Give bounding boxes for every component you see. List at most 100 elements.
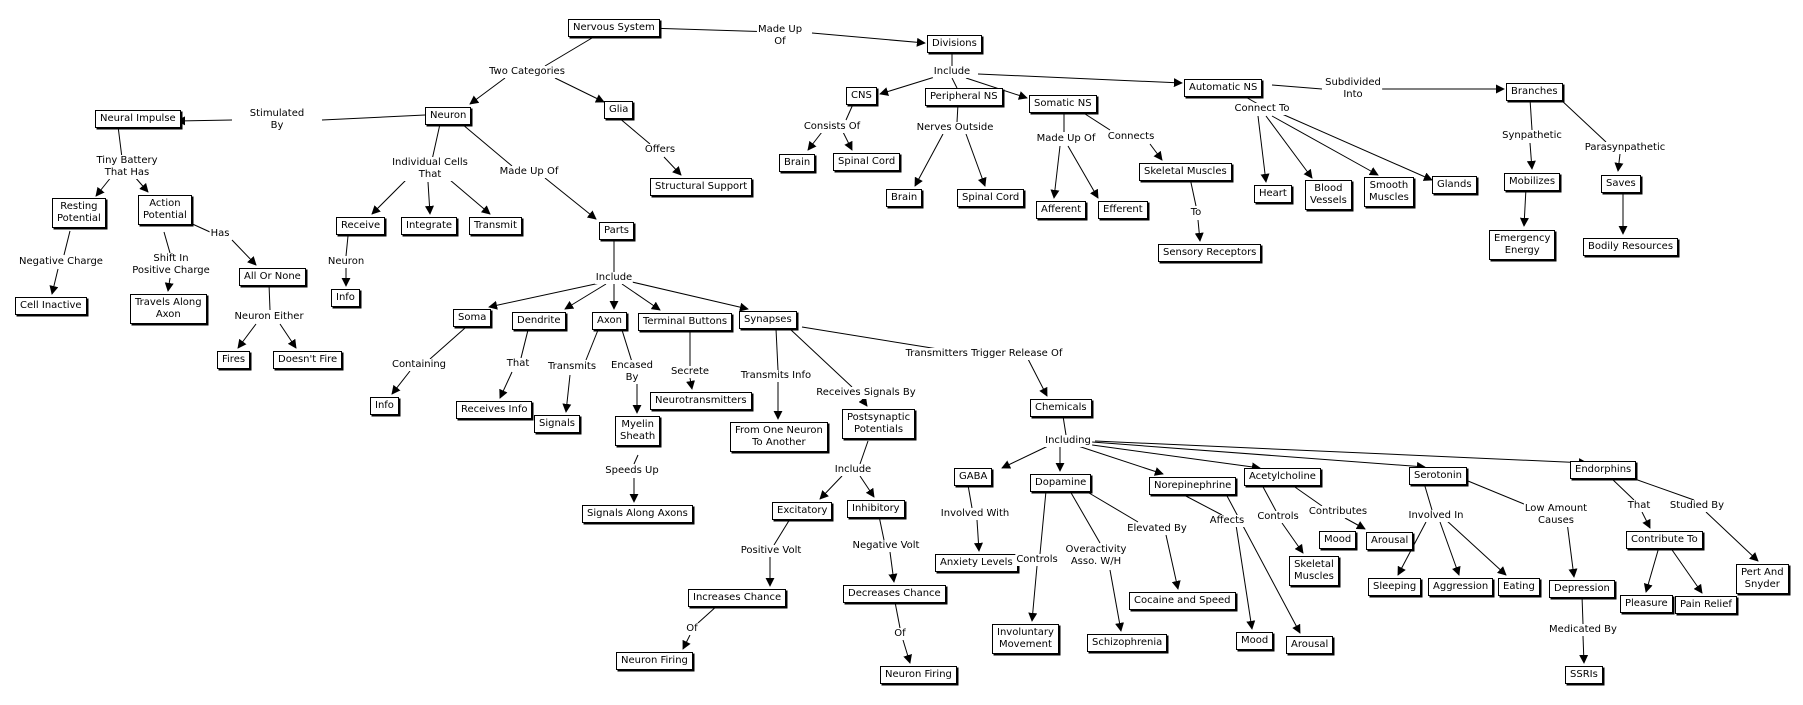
node-transmit[interactable]: Transmit (469, 217, 522, 235)
node-pert-and-snyder[interactable]: Pert And Snyder (1736, 564, 1789, 594)
node-excitatory[interactable]: Excitatory (772, 502, 833, 520)
node-resting-potential[interactable]: Resting Potential (52, 198, 106, 228)
link-two-categories: Two Categories (488, 66, 566, 78)
node-automatic-ns[interactable]: Automatic NS (1184, 79, 1263, 97)
link-include-3: Include (833, 464, 873, 476)
node-chemicals[interactable]: Chemicals (1030, 399, 1092, 417)
node-receives-info[interactable]: Receives Info (456, 401, 533, 419)
node-serotonin[interactable]: Serotonin (1409, 467, 1468, 485)
node-contribute-to[interactable]: Contribute To (1626, 531, 1703, 549)
node-skeletal-muscles[interactable]: Skeletal Muscles (1139, 163, 1232, 181)
node-gaba[interactable]: GABA (954, 468, 993, 486)
node-heart[interactable]: Heart (1254, 185, 1292, 203)
node-skeletal-muscles-2[interactable]: Skeletal Muscles (1289, 556, 1339, 586)
connector-line (1028, 565, 1038, 622)
connector-line (1235, 524, 1256, 630)
node-efferent[interactable]: Efferent (1098, 201, 1148, 219)
node-increases-chance[interactable]: Increases Chance (688, 589, 787, 607)
connector-line (1181, 493, 1223, 516)
node-soma-info[interactable]: Info (370, 397, 399, 415)
node-nervous-system[interactable]: Nervous System (568, 19, 660, 37)
node-pain-relief[interactable]: Pain Relief (1675, 596, 1737, 614)
node-neuron[interactable]: Neuron (425, 107, 472, 125)
node-dopamine[interactable]: Dopamine (1030, 474, 1092, 492)
node-aggression[interactable]: Aggression (1428, 578, 1494, 596)
link-including: Including (1044, 435, 1092, 447)
node-soma[interactable]: Soma (453, 309, 492, 327)
node-endorphins[interactable]: Endorphins (1570, 461, 1637, 479)
connector-line (801, 326, 939, 350)
node-doesnt-fire[interactable]: Doesn't Fire (273, 351, 343, 369)
node-blood-vessels[interactable]: Blood Vessels (1305, 180, 1352, 210)
node-glands[interactable]: Glands (1432, 176, 1477, 194)
connector-line (176, 116, 233, 126)
node-cocaine-and-speed[interactable]: Cocaine and Speed (1129, 592, 1236, 610)
node-postsynaptic-potentials[interactable]: Postsynaptic Potentials (842, 409, 916, 439)
node-integrate[interactable]: Integrate (401, 217, 458, 235)
node-smooth-muscles[interactable]: Smooth Muscles (1364, 177, 1414, 207)
node-fires[interactable]: Fires (217, 351, 251, 369)
node-travels-along-axon[interactable]: Travels Along Axon (130, 294, 207, 324)
node-parts[interactable]: Parts (599, 222, 634, 240)
link-medicated-by: Medicated By (1548, 624, 1618, 636)
node-cns-spinal-cord[interactable]: Spinal Cord (833, 153, 901, 171)
node-cns[interactable]: CNS (846, 87, 877, 105)
node-terminal-buttons[interactable]: Terminal Buttons (638, 313, 733, 331)
node-ach-arousal[interactable]: Arousal (1366, 532, 1414, 550)
connector-line (1257, 115, 1270, 183)
connector-line (117, 125, 123, 159)
connector-line (1423, 482, 1433, 511)
node-inhibitory[interactable]: Inhibitory (847, 500, 905, 518)
node-neuron-info[interactable]: Info (331, 289, 360, 307)
node-structural-support[interactable]: Structural Support (650, 178, 753, 196)
node-synapses[interactable]: Synapses (739, 311, 797, 329)
node-involuntary-movement[interactable]: Involuntary Movement (992, 624, 1059, 654)
connector-line (63, 230, 71, 256)
node-acetylcholine[interactable]: Acetylcholine (1244, 468, 1321, 486)
node-pns-brain[interactable]: Brain (886, 189, 923, 207)
node-neuron-firing-1[interactable]: Neuron Firing (616, 652, 693, 670)
node-ssris[interactable]: SSRIs (1565, 666, 1603, 684)
node-eating[interactable]: Eating (1498, 578, 1540, 596)
node-myelin-sheath[interactable]: Myelin Sheath (615, 416, 661, 446)
node-anxiety-levels[interactable]: Anxiety Levels (935, 554, 1018, 572)
link-controls-1: Controls (1015, 554, 1059, 566)
connector-line (371, 179, 407, 215)
node-axon[interactable]: Axon (592, 312, 627, 330)
node-decreases-chance[interactable]: Decreases Chance (843, 585, 946, 603)
node-mobilizes[interactable]: Mobilizes (1504, 173, 1561, 191)
node-pns-spinal-cord[interactable]: Spinal Cord (957, 189, 1025, 207)
node-afferent[interactable]: Afferent (1036, 201, 1087, 219)
node-sensory-receptors[interactable]: Sensory Receptors (1158, 244, 1262, 262)
node-depression[interactable]: Depression (1549, 580, 1615, 598)
node-dendrite[interactable]: Dendrite (512, 312, 566, 330)
node-neural-impulse[interactable]: Neural Impulse (95, 110, 181, 128)
node-ne-arousal[interactable]: Arousal (1286, 636, 1334, 654)
node-neurotransmitters[interactable]: Neurotransmitters (650, 392, 752, 410)
node-glia[interactable]: Glia (604, 101, 634, 119)
connector-line (1439, 521, 1461, 576)
node-signals[interactable]: Signals (534, 415, 580, 433)
node-signals-along-axons[interactable]: Signals Along Axons (582, 505, 693, 523)
node-all-or-none[interactable]: All Or None (239, 268, 306, 286)
node-pleasure[interactable]: Pleasure (1620, 595, 1673, 613)
node-cell-inactive[interactable]: Cell Inactive (15, 297, 87, 315)
node-action-potential[interactable]: Action Potential (138, 195, 192, 225)
node-emergency-energy[interactable]: Emergency Energy (1489, 230, 1556, 260)
node-ach-mood[interactable]: Mood (1319, 531, 1357, 549)
node-cns-brain[interactable]: Brain (779, 154, 816, 172)
node-saves[interactable]: Saves (1601, 175, 1641, 193)
node-neuron-firing-2[interactable]: Neuron Firing (880, 666, 957, 684)
node-from-one-neuron[interactable]: From One Neuron To Another (730, 422, 828, 452)
node-sleeping[interactable]: Sleeping (1368, 578, 1422, 596)
node-norepinephrine[interactable]: Norepinephrine (1149, 477, 1237, 495)
node-ne-mood[interactable]: Mood (1236, 632, 1274, 650)
node-bodily-resources[interactable]: Bodily Resources (1583, 238, 1679, 256)
node-peripheral-ns[interactable]: Peripheral NS (925, 88, 1003, 106)
connector-line (1705, 511, 1759, 562)
node-receive[interactable]: Receive (336, 217, 386, 235)
node-branches[interactable]: Branches (1506, 83, 1563, 101)
node-somatic-ns[interactable]: Somatic NS (1029, 95, 1097, 113)
node-schizophrenia[interactable]: Schizophrenia (1087, 634, 1168, 652)
node-divisions[interactable]: Divisions (927, 35, 982, 53)
